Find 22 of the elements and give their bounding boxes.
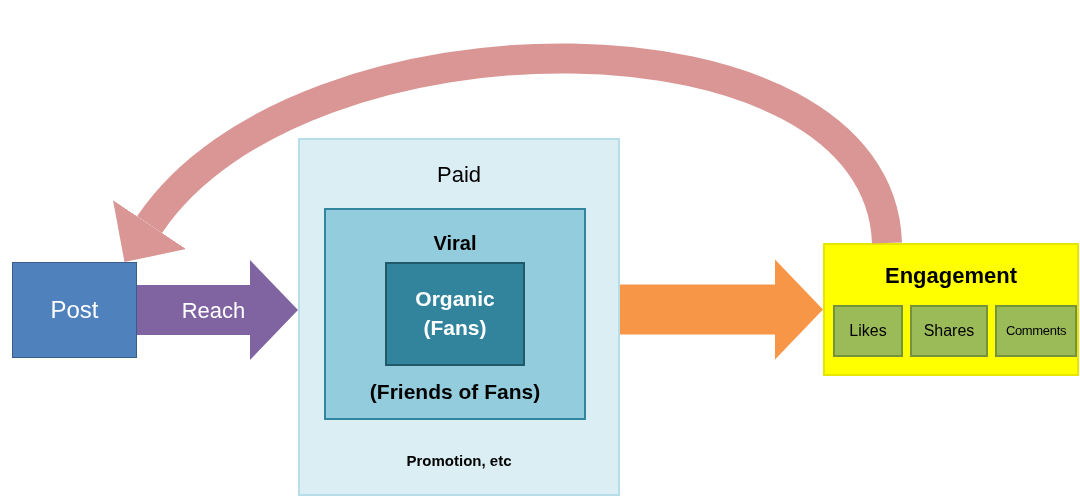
node-label: Organic (Fans) [414, 286, 496, 341]
comments-box [995, 305, 1077, 357]
shares-box [910, 305, 988, 357]
organic-box [385, 262, 525, 366]
node-heading: Engagement [884, 262, 1018, 290]
likes-box [833, 305, 903, 357]
node-label: Shares [922, 321, 976, 341]
block-arrow [137, 260, 298, 360]
node-subtitle: (Friends of Fans) [368, 379, 542, 405]
node-label: Likes [848, 321, 888, 341]
viral-box [324, 208, 586, 420]
edge-label: Reach [181, 296, 246, 325]
node-heading: Viral [432, 231, 478, 256]
block-arrow [620, 259, 823, 360]
post-box [12, 262, 137, 358]
node-note: Promotion, etc [405, 451, 513, 471]
node-label: Comments [1004, 322, 1068, 341]
engagement-box [823, 243, 1079, 376]
paid-box [298, 138, 620, 496]
node-heading: Paid [435, 161, 482, 189]
block-arrow [116, 43, 902, 259]
node-label: Post [49, 295, 100, 325]
